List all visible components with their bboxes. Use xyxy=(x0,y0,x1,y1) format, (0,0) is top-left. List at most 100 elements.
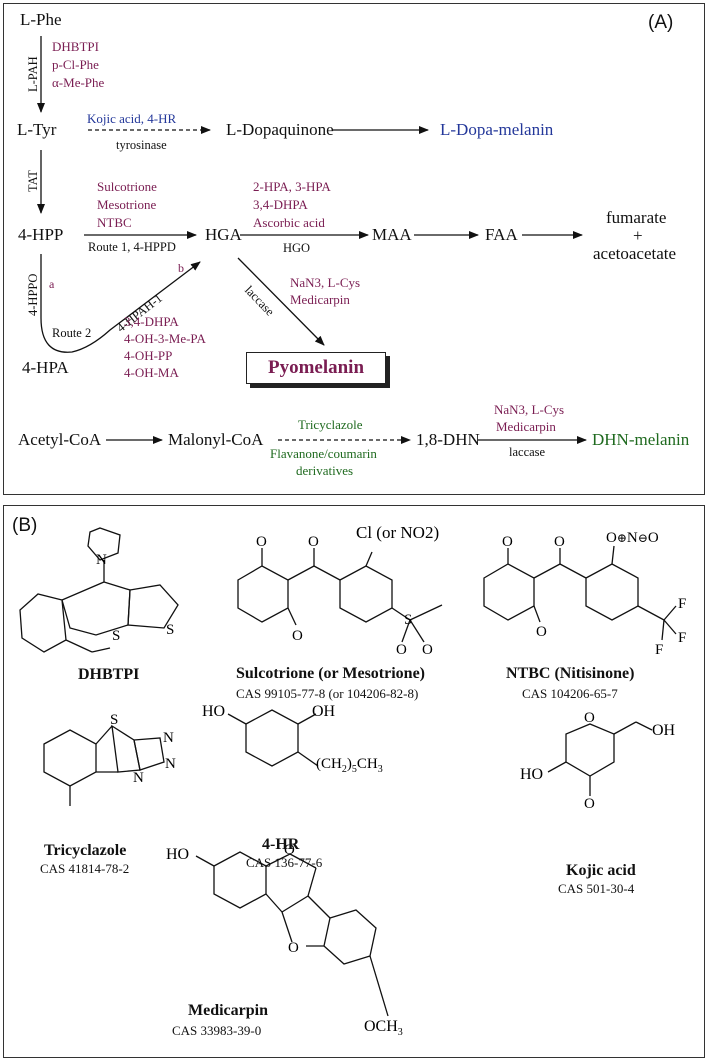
enzyme-route2: Route 2 xyxy=(52,326,92,340)
panel-b-label: (B) xyxy=(12,515,38,536)
inhibitor-flavanone-2: derivatives xyxy=(296,463,354,478)
metabolite-ltyr: L-Tyr xyxy=(17,120,57,139)
inhibitor-pah-2: p-Cl-Phe xyxy=(52,57,99,72)
metabolite-hga: HGA xyxy=(205,225,242,244)
compound-name-kojic: Kojic acid xyxy=(566,862,636,879)
metabolite-faa: FAA xyxy=(485,225,518,244)
structure-sulcotrione xyxy=(237,548,443,643)
metabolite-ldopamelanin: L-Dopa-melanin xyxy=(440,120,554,139)
atom-oh-4hr: OH xyxy=(312,703,336,720)
compound-name-ntbc: NTBC (Nitisinone) xyxy=(506,665,635,682)
compound-name-dhbtpi: DHBTPI xyxy=(78,666,140,683)
plus-sign: + xyxy=(633,226,643,245)
inhibitor-hgo-1: 2-HPA, 3-HPA xyxy=(253,179,331,194)
compound-name-4hr: 4-HR xyxy=(262,836,300,853)
metabolite-lphe: L-Phe xyxy=(20,10,62,29)
atom-o3-sulco: O xyxy=(308,534,319,550)
atom-o1-sulco: O xyxy=(256,534,267,550)
atom-o-kojic: O xyxy=(584,710,595,726)
atom-f3-ntbc: F xyxy=(655,642,664,658)
metabolite-fumarate: fumarate xyxy=(606,208,667,227)
atom-n3-tricyc: N xyxy=(133,770,144,786)
route-a-label: a xyxy=(49,277,55,291)
atom-f2-ntbc: F xyxy=(678,630,687,646)
structure-4hr xyxy=(227,709,319,767)
metabolite-ldopaquinone: L-Dopaquinone xyxy=(226,120,334,139)
panel-b xyxy=(3,505,705,1058)
atom-o2-sulco: O xyxy=(292,628,303,644)
atom-o4-sulco: O xyxy=(396,642,407,658)
route-b-label: b xyxy=(178,261,184,275)
atom-n-dhbtpi: N xyxy=(96,552,107,568)
structure-dhbtpi xyxy=(19,527,179,653)
metabolite-acetylcoa: Acetyl-CoA xyxy=(18,430,102,449)
atom-ho1-4hr: HO xyxy=(202,703,226,720)
arrow-route2 xyxy=(40,254,201,353)
inhibitor-laccase-dhn-1: NaN3, L-Cys xyxy=(494,402,565,417)
inhibitor-tyrosinase: Kojic acid, 4-HR xyxy=(87,111,177,126)
atom-s-sulco: S xyxy=(404,612,413,628)
inhibitor-laccase-dhn-2: Medicarpin xyxy=(496,419,556,434)
inhibitor-flavanone-1: Flavanone/coumarin xyxy=(270,446,377,461)
atom-ho-kojic: HO xyxy=(520,766,544,783)
atom-f1-ntbc: F xyxy=(678,596,687,612)
metabolite-pyomelanin: Pyomelanin xyxy=(267,357,365,378)
inhibitor-hppd-1: Sulcotrione xyxy=(97,179,157,194)
inhibitor-hpah-4: 4-OH-MA xyxy=(124,365,179,380)
compound-name-sulcotrione: Sulcotrione (or Mesotrione) xyxy=(236,665,425,682)
atom-o2-ntbc: O xyxy=(536,624,547,640)
inhibitor-hppd-2: Mesotrione xyxy=(97,197,157,212)
metabolite-dhnmelanin: DHN-melanin xyxy=(592,430,690,449)
atom-nitro-ntbc: O⊕N⊖O xyxy=(606,530,659,546)
atom-ho-medi: HO xyxy=(166,846,190,863)
atom-o5-sulco: O xyxy=(422,642,433,658)
atom-oh-kojic: OH xyxy=(652,722,676,739)
inhibitor-laccase-pyo-2: Medicarpin xyxy=(290,292,350,307)
inhibitor-hpah-3: 4-OH-PP xyxy=(124,348,173,363)
compound-cas-kojic: CAS 501-30-4 xyxy=(558,881,635,896)
inhibitor-hppd-3: NTBC xyxy=(97,215,132,230)
compound-cas-tricyclazole: CAS 41814-78-2 xyxy=(40,861,130,876)
compound-name-medicarpin: Medicarpin xyxy=(188,1002,268,1019)
inhibitor-hpah-1: 3,4-DHPA xyxy=(124,314,179,329)
compound-cas-sulcotrione: CAS 99105-77-8 (or 104206-82-8) xyxy=(236,686,419,701)
metabolite-hpa: 4-HPA xyxy=(22,358,69,377)
inhibitor-hpah-2: 4-OH-3-Me-PA xyxy=(124,331,206,346)
atom-o1-medi: O xyxy=(284,842,295,858)
panel-a xyxy=(3,3,705,495)
atom-o1-ntbc: O xyxy=(502,534,513,550)
metabolite-maa: MAA xyxy=(372,225,412,244)
structure-kojic xyxy=(547,721,653,796)
enzyme-hgo: HGO xyxy=(283,241,311,255)
enzyme-laccase-dhn: laccase xyxy=(509,445,546,459)
panel-a-label: (A) xyxy=(648,12,674,33)
substituent-sulco: Cl (or NO2) xyxy=(356,523,440,542)
compound-name-tricyclazole: Tricyclazole xyxy=(44,842,127,859)
atom-och3-medi: OCH3 xyxy=(364,1018,403,1039)
pyomelanin-box: Pyomelanin xyxy=(246,352,386,384)
metabolite-dhn: 1,8-DHN xyxy=(416,430,480,449)
structure-tricyclazole xyxy=(43,724,165,806)
atom-s1-dhbtpi: S xyxy=(112,628,121,644)
metabolite-hpp: 4-HPP xyxy=(18,225,64,244)
inhibitor-pah-1: DHBTPI xyxy=(52,39,99,54)
inhibitor-hgo-2: 3,4-DHPA xyxy=(253,197,308,212)
atom-chain-4hr: (CH2)5CH3 xyxy=(316,756,383,775)
inhibitor-pah-3: α-Me-Phe xyxy=(52,75,105,90)
compound-cas-4hr: CAS 136-77-6 xyxy=(246,855,323,870)
atom-n2-tricyc: N xyxy=(165,756,176,772)
atom-o2-kojic: O xyxy=(584,796,595,812)
structure-ntbc xyxy=(483,545,677,641)
atom-s-tricyc: S xyxy=(110,712,119,728)
structure-medicarpin xyxy=(195,851,389,1017)
compound-cas-ntbc: CAS 104206-65-7 xyxy=(522,686,618,701)
atom-o3-ntbc: O xyxy=(554,534,565,550)
inhibitor-tricyclazole: Tricyclazole xyxy=(298,417,363,432)
enzyme-tyrosinase: tyrosinase xyxy=(116,138,167,152)
atom-s2-dhbtpi: S xyxy=(166,622,175,638)
arrow-hga-pyomelanin xyxy=(237,257,325,346)
compound-cas-medicarpin: CAS 33983-39-0 xyxy=(172,1023,262,1038)
inhibitor-hgo-3: Ascorbic acid xyxy=(253,215,325,230)
